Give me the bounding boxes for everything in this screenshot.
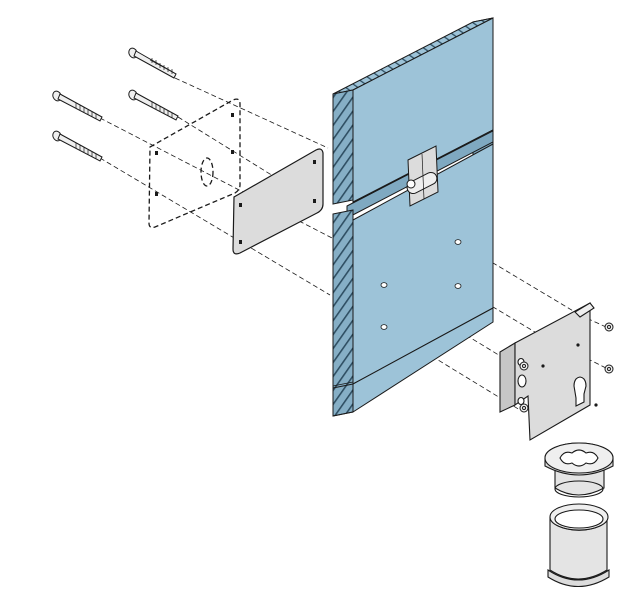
keyhole-cap-icon bbox=[544, 442, 614, 498]
sleeve-icon bbox=[547, 503, 610, 587]
nut-icon bbox=[604, 322, 614, 332]
plate-icon bbox=[232, 148, 324, 255]
nut-icon bbox=[604, 364, 614, 374]
bolt-2 bbox=[128, 89, 179, 121]
template-holes bbox=[155, 113, 234, 196]
nuts bbox=[519, 322, 614, 413]
bracket-icon bbox=[499, 302, 598, 441]
panel-icon bbox=[332, 17, 494, 417]
dashed-template-icon bbox=[148, 98, 241, 229]
panel-holes bbox=[380, 239, 462, 330]
bolt-4 bbox=[52, 130, 103, 162]
bolt-3 bbox=[52, 90, 103, 122]
nut-icon bbox=[519, 361, 529, 371]
bolts bbox=[52, 47, 179, 162]
bolt-1 bbox=[128, 47, 177, 79]
nut-icon bbox=[519, 403, 529, 413]
bracket-face-holes bbox=[541, 343, 598, 407]
hinge-icon bbox=[406, 145, 439, 207]
